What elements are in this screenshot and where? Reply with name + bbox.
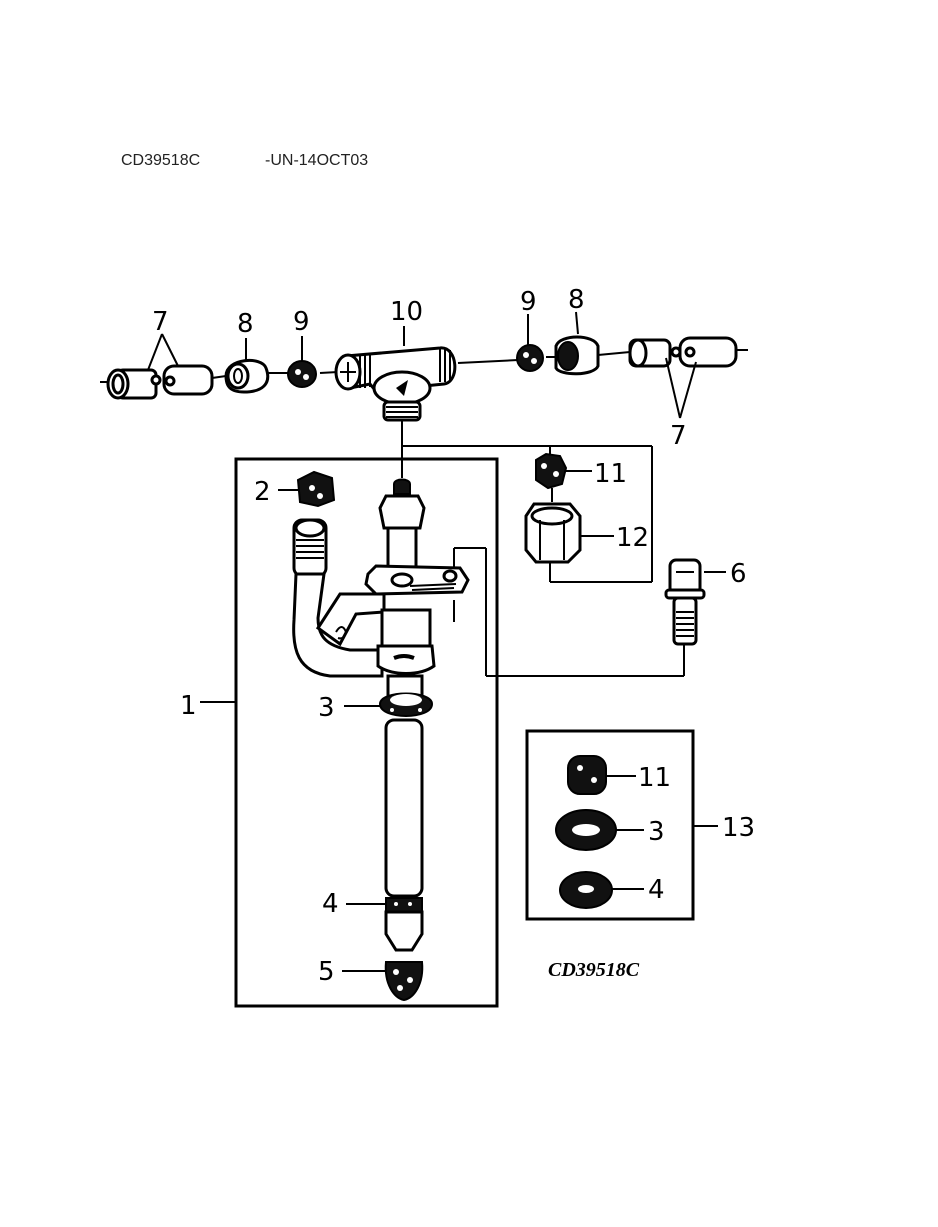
callout-kit-11: 11 bbox=[638, 763, 671, 793]
callout-7-left: 7 bbox=[152, 307, 169, 337]
callout-8-left: 8 bbox=[237, 309, 254, 339]
tee-fitting-10 bbox=[334, 326, 457, 478]
cap-screw-6 bbox=[453, 547, 726, 677]
callout-5: 5 bbox=[318, 957, 335, 987]
connector-lines bbox=[402, 445, 653, 583]
leak-off-hose-left bbox=[106, 364, 214, 400]
seal-4 bbox=[346, 897, 424, 952]
callout-9-left: 9 bbox=[293, 307, 310, 337]
kit-washer-11 bbox=[567, 755, 636, 795]
callout-4: 4 bbox=[322, 889, 339, 919]
revision-date: -UN-14OCT03 bbox=[265, 152, 369, 169]
nut-12 bbox=[524, 502, 614, 564]
callout-kit-3: 3 bbox=[648, 817, 665, 847]
seal-washer-3 bbox=[344, 692, 434, 717]
callout-12: 12 bbox=[616, 523, 649, 553]
nozzle-assembly-box bbox=[234, 457, 499, 1008]
washer-9-left bbox=[287, 336, 317, 388]
callout-13: 13 bbox=[722, 813, 755, 843]
cap-2 bbox=[278, 470, 336, 508]
callout-9-right: 9 bbox=[520, 287, 537, 317]
kit-seal-4 bbox=[559, 871, 644, 909]
washer-11 bbox=[535, 452, 592, 490]
tip-cap-5 bbox=[342, 961, 424, 1002]
callout-6: 6 bbox=[730, 559, 747, 589]
nozzle-shank bbox=[384, 718, 424, 898]
callout-3: 3 bbox=[318, 693, 335, 723]
callout-kit-4: 4 bbox=[648, 875, 665, 905]
nut-8-left bbox=[224, 338, 270, 394]
callout-2: 2 bbox=[254, 477, 271, 507]
callout-1: 1 bbox=[180, 691, 197, 721]
callout-11: 11 bbox=[594, 459, 627, 489]
leak-off-hose-right bbox=[628, 336, 738, 419]
callout-7-right: 7 bbox=[670, 421, 687, 451]
leak-off-elbow bbox=[292, 518, 386, 678]
callout-7-left-leader bbox=[147, 333, 179, 371]
nozzle-body bbox=[364, 478, 470, 698]
figure-code: CD39518C bbox=[121, 152, 201, 169]
figure-caption: CD39518C bbox=[548, 959, 640, 981]
callout-10: 10 bbox=[390, 297, 423, 327]
washer-9-right bbox=[516, 314, 544, 372]
kit-seal-washer-3 bbox=[555, 809, 644, 851]
nut-8-right bbox=[554, 311, 600, 376]
callout-8-right: 8 bbox=[568, 285, 585, 315]
